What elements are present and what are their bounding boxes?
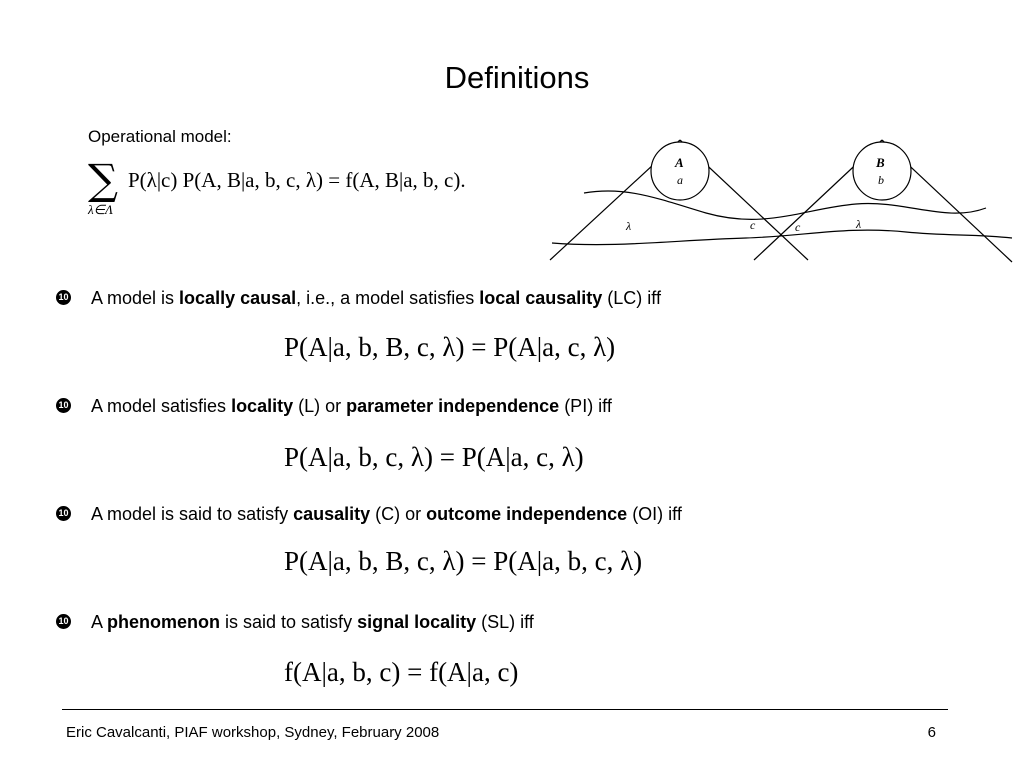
bullet-text-part: , i.e., a model satisfies [296, 288, 480, 308]
bullet-term: signal locality [357, 612, 477, 632]
slide-title: Definitions [444, 60, 590, 95]
bullet-text: A model is locally causal, i.e., a model… [91, 286, 661, 310]
lower-hypersurface-curve [551, 229, 1013, 246]
lambda-label-left: λ [625, 219, 631, 233]
footer-citation: Eric Cavalcanti, PIAF workshop, Sydney, … [66, 724, 440, 741]
sum-symbol: ∑ [88, 155, 118, 204]
bullet-text-part: (SL) iff [476, 612, 534, 632]
bullet-number-icon: 10 [56, 506, 71, 521]
region-b-outcome: B [875, 155, 885, 170]
equation-local-causality: P(A|a, b, B, c, λ) = P(A|a, c, λ) [284, 332, 616, 362]
c-label-left: c [750, 218, 756, 232]
region-a-setting: a [677, 173, 683, 187]
bullet-term: locally causal [179, 288, 297, 308]
bullet-term: parameter independence [346, 396, 560, 416]
footer-divider [62, 709, 948, 710]
upper-hypersurface-curve [583, 190, 987, 220]
bullet-term: outcome independence [426, 504, 628, 524]
slide-number: 6 [927, 724, 936, 741]
equation-signal-locality: f(A|a, b, c) = f(A|a, c) [284, 657, 519, 687]
bullet-text: A model satisfies locality (L) or parame… [91, 394, 612, 418]
bullet-number-icon: 10 [56, 614, 71, 629]
bullet-text-part: A model satisfies [91, 396, 232, 416]
bullet-text-part: (LC) iff [602, 288, 661, 308]
operational-model-label: Operational model: [88, 127, 232, 146]
bullet-text: A model is said to satisfy causality (C)… [91, 502, 682, 526]
bullet-number-icon: 10 [56, 398, 71, 413]
bullet-text: A phenomenon is said to satisfy signal l… [91, 610, 534, 634]
c-label-right: c [795, 220, 801, 234]
bullet-text-part: (L) or [293, 396, 347, 416]
bullet-term: phenomenon [107, 612, 221, 632]
region-a-outcome: A [674, 155, 684, 170]
equation-causality: P(A|a, b, B, c, λ) = P(A|a, b, c, λ) [284, 546, 643, 576]
bullet-term: causality [293, 504, 371, 524]
sum-body: P(λ|c) P(A, B|a, b, c, λ) = f(A, B|a, b,… [128, 168, 466, 192]
equation-locality: P(A|a, b, c, λ) = P(A|a, c, λ) [284, 442, 584, 472]
bullet-text-part: (PI) iff [559, 396, 612, 416]
sum-subscript: λ∈Λ [88, 202, 113, 217]
lambda-label-right: λ [855, 217, 861, 231]
bullet-term: locality [231, 396, 294, 416]
bullet-term: local causality [479, 288, 603, 308]
bullet-number-icon: 10 [56, 290, 71, 305]
region-b-setting: b [878, 173, 884, 187]
spacetime-diagram: A a B b λ c c λ [549, 139, 1013, 263]
bullet-text-part: A [91, 612, 108, 632]
bullet-text-part: is said to satisfy [220, 612, 358, 632]
region-a-circle [650, 141, 710, 201]
bullet-text-part: (C) or [370, 504, 427, 524]
bullet-text-part: A model is [91, 288, 180, 308]
bullet-text-part: (OI) iff [627, 504, 682, 524]
bullet-text-part: A model is said to satisfy [91, 504, 294, 524]
region-b-circle [852, 141, 912, 201]
